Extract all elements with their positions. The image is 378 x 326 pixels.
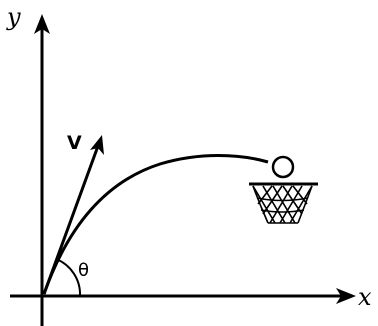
ball: [271, 155, 295, 179]
y-axis: [34, 14, 50, 326]
y-axis-arrowhead: [34, 14, 50, 34]
velocity-label: V: [67, 132, 82, 154]
velocity-arrowhead: [90, 135, 104, 155]
basketball-hoop: [249, 182, 318, 224]
angle-label: θ: [78, 260, 89, 281]
angle-arc: [55, 258, 82, 297]
y-axis-label: y: [6, 3, 21, 31]
hoop-net: [252, 185, 313, 224]
x-axis-label: x: [358, 283, 372, 311]
trajectory-curve: [42, 154, 269, 295]
x-axis-arrowhead: [336, 288, 356, 304]
x-axis: [10, 288, 356, 304]
